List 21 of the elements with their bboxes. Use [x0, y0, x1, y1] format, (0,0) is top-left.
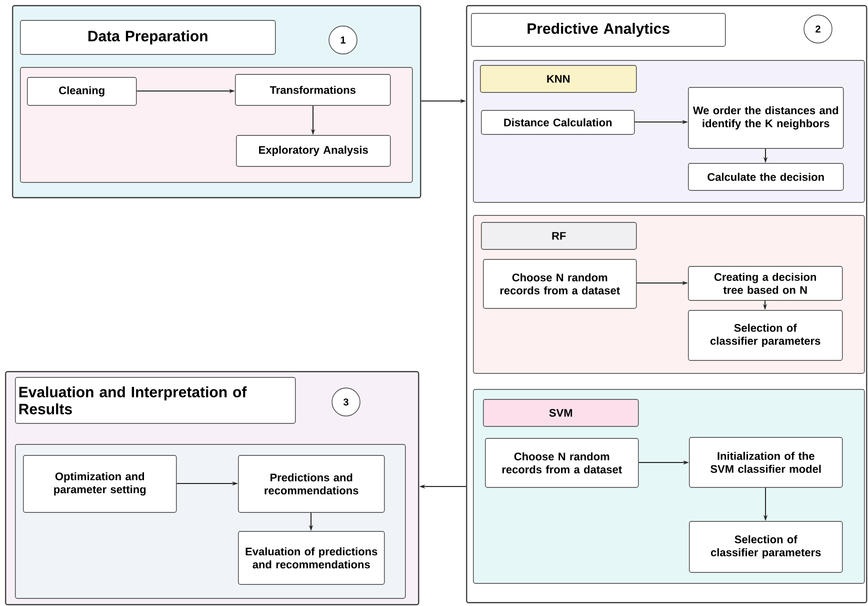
process-box: Choose N random records from a dataset [485, 438, 639, 488]
title-box: Predictive Analytics [471, 13, 726, 47]
process-box: We order the distances and identify the K neighbors [688, 87, 844, 149]
process-box: Optimization and parameter setting [23, 455, 177, 513]
process-box: Distance Calculation [481, 110, 635, 135]
process-box: Cleaning [27, 77, 137, 106]
title-box: Data Preparation [20, 20, 276, 55]
process-box: Exploratory Analysis [236, 135, 391, 167]
title-box: Evaluation and Interpretation of Results [15, 377, 296, 424]
process-box: Selection of classifier parameters [689, 521, 843, 573]
process-box: Evaluation of predictions and recommendations [238, 531, 385, 585]
method-label: SVM [483, 399, 639, 427]
method-label: RF [481, 222, 637, 250]
process-box: Predictions and recommendations [238, 455, 385, 513]
process-box: Choose N random records from a dataset [483, 259, 637, 309]
process-box: Initialization of the SVM classifier model [689, 437, 843, 488]
process-box: Transformations [235, 74, 391, 106]
process-box: Selection of classifier parameters [688, 310, 843, 361]
process-box: Creating a decision tree based on N [688, 266, 843, 301]
method-label: KNN [480, 65, 637, 93]
process-box: Calculate the decision [688, 163, 844, 191]
